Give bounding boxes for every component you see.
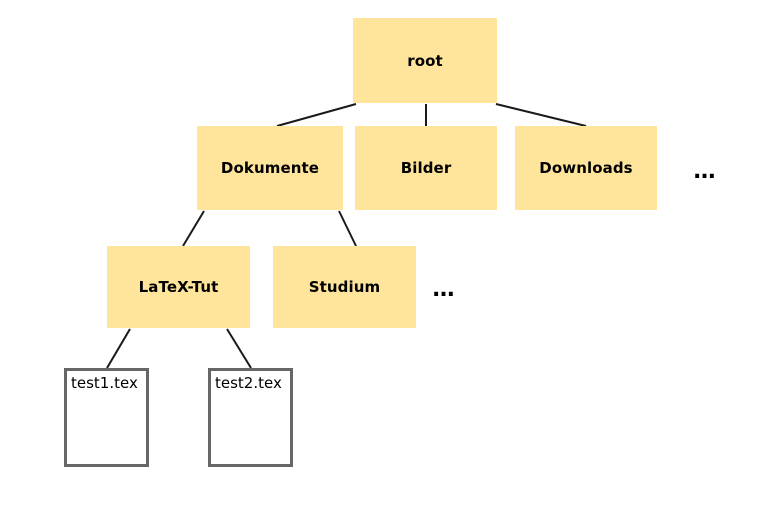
edge-root-dokumente xyxy=(276,103,357,127)
file-node-test1[interactable]: test1.tex xyxy=(64,368,149,467)
folder-node-dokumente[interactable]: Dokumente xyxy=(197,126,343,210)
node-label: root xyxy=(407,51,443,70)
edge-root-downloads xyxy=(495,103,587,127)
folder-node-latextut[interactable]: LaTeX-Tut xyxy=(107,246,250,328)
ellipsis-level1: … xyxy=(693,159,717,184)
node-label: LaTeX-Tut xyxy=(138,278,219,296)
file-node-test2[interactable]: test2.tex xyxy=(208,368,293,467)
edge-latextut-test1 xyxy=(106,328,131,369)
folder-node-downloads[interactable]: Downloads xyxy=(515,126,657,210)
node-label: test2.tex xyxy=(215,374,282,392)
folder-node-root[interactable]: root xyxy=(353,18,497,103)
node-label: Downloads xyxy=(539,159,633,177)
ellipsis-level2: … xyxy=(432,277,456,302)
edge-latextut-test2 xyxy=(226,328,252,369)
node-label: Dokumente xyxy=(220,159,320,177)
node-label: Bilder xyxy=(400,159,452,177)
edge-dokumente-latextut xyxy=(182,210,205,247)
folder-node-studium[interactable]: Studium xyxy=(273,246,416,328)
node-label: test1.tex xyxy=(71,374,138,392)
folder-node-bilder[interactable]: Bilder xyxy=(355,126,497,210)
edge-dokumente-studium xyxy=(338,210,357,247)
node-label: Studium xyxy=(308,278,381,296)
